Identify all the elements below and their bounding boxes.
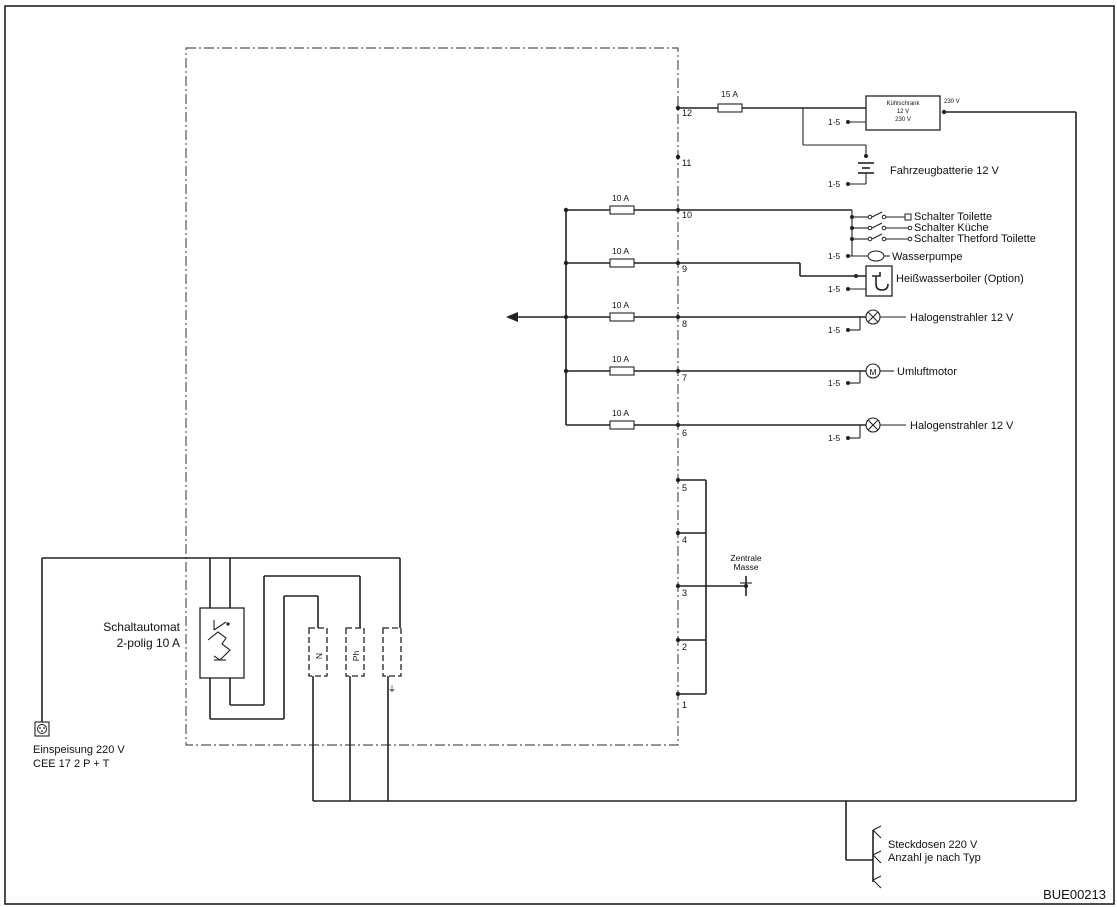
circuit-8: 10 A 1-5 Halogenstrahler 12 V bbox=[506, 300, 1014, 335]
svg-text:4: 4 bbox=[682, 535, 687, 545]
sockets-220v bbox=[845, 801, 882, 889]
svg-text:Umluftmotor: Umluftmotor bbox=[897, 366, 957, 378]
svg-text:Masse: Masse bbox=[733, 562, 758, 572]
boiler-icon bbox=[865, 265, 893, 297]
circuit-12: 15 A Kühlschrank 12 V 230 V 1-5 230 V bbox=[678, 89, 1076, 146]
circuit-breaker bbox=[199, 607, 245, 679]
svg-text:12: 12 bbox=[682, 108, 692, 118]
svg-text:Kühlschrank: Kühlschrank bbox=[886, 101, 920, 107]
vehicle-battery: 1-5 Fahrzeugbatterie 12 V bbox=[828, 145, 1000, 189]
svg-text:12 V: 12 V bbox=[897, 109, 909, 115]
svg-text:Wasserpumpe: Wasserpumpe bbox=[892, 251, 963, 263]
outer-frame bbox=[4, 5, 1115, 905]
circuit-7: 10 A M 1-5 Umluftmotor bbox=[566, 354, 957, 388]
power-inlet-icon bbox=[34, 721, 50, 737]
svg-text:9: 9 bbox=[682, 264, 687, 274]
svg-text:1: 1 bbox=[682, 700, 687, 710]
svg-text:Heißwasserboiler (Option): Heißwasserboiler (Option) bbox=[896, 273, 1024, 285]
terminal-pe: ⏚ bbox=[382, 627, 402, 694]
svg-text:6: 6 bbox=[682, 428, 687, 438]
svg-text:15 A: 15 A bbox=[721, 89, 738, 99]
terminal-n: N bbox=[308, 627, 328, 677]
terminal-ph: Ph bbox=[345, 627, 365, 677]
svg-text:1-5: 1-5 bbox=[828, 325, 841, 335]
svg-text:⏚: ⏚ bbox=[388, 684, 397, 694]
svg-text:N: N bbox=[314, 653, 324, 659]
svg-text:8: 8 bbox=[682, 319, 687, 329]
svg-text:1-5: 1-5 bbox=[828, 433, 841, 443]
svg-text:Steckdosen 220 V: Steckdosen 220 V bbox=[888, 839, 978, 851]
svg-text:1-5: 1-5 bbox=[828, 179, 841, 189]
svg-text:Schalter Toilette: Schalter Toilette bbox=[914, 211, 992, 223]
svg-text:1-5: 1-5 bbox=[828, 378, 841, 388]
svg-text:2-polig 10 A: 2-polig 10 A bbox=[117, 636, 180, 650]
svg-text:Halogenstrahler 12 V: Halogenstrahler 12 V bbox=[910, 420, 1014, 432]
drawing-code: BUE00213 bbox=[1043, 887, 1106, 902]
fuse-15a bbox=[717, 103, 743, 113]
svg-text:Schaltautomat: Schaltautomat bbox=[103, 620, 180, 634]
svg-text:1-5: 1-5 bbox=[828, 251, 841, 261]
fuse-10a-pin10 bbox=[609, 205, 635, 215]
svg-text:10 A: 10 A bbox=[612, 408, 629, 418]
svg-text:5: 5 bbox=[682, 483, 687, 493]
svg-text:3: 3 bbox=[682, 588, 687, 598]
circuit-9: 10 A 1-5 Heißwasserboiler (Option) bbox=[566, 246, 1024, 297]
svg-text:Einspeisung 220 V: Einspeisung 220 V bbox=[33, 744, 125, 756]
svg-text:Schalter Küche: Schalter Küche bbox=[914, 222, 989, 234]
svg-text:Zentrale: Zentrale bbox=[730, 553, 761, 563]
svg-text:11: 11 bbox=[682, 158, 691, 168]
svg-text:230 V: 230 V bbox=[895, 117, 911, 123]
circuit-10: 10 A Schalter Toilette Schalter Küche Sc… bbox=[566, 193, 1036, 263]
svg-text:Halogenstrahler 12 V: Halogenstrahler 12 V bbox=[910, 312, 1014, 324]
refrigerator-box bbox=[865, 95, 941, 131]
svg-text:10: 10 bbox=[682, 210, 692, 220]
central-ground: Zentrale Masse bbox=[678, 479, 762, 695]
svg-text:10 A: 10 A bbox=[612, 193, 629, 203]
fuse-10a-pin7 bbox=[609, 366, 635, 376]
svg-text:230 V: 230 V bbox=[944, 99, 960, 105]
svg-text:Ph: Ph bbox=[351, 651, 361, 662]
svg-text:Fahrzeugbatterie 12 V: Fahrzeugbatterie 12 V bbox=[890, 165, 1000, 177]
svg-text:2: 2 bbox=[682, 642, 687, 652]
pin-11: 11 bbox=[675, 154, 691, 168]
module-boundary bbox=[185, 47, 679, 746]
svg-text:Anzahl je nach Typ: Anzahl je nach Typ bbox=[888, 852, 981, 864]
svg-text:Schalter Thetford Toilette: Schalter Thetford Toilette bbox=[914, 233, 1036, 245]
fuse-10a-pin8 bbox=[609, 312, 635, 322]
svg-text:10 A: 10 A bbox=[612, 246, 629, 256]
svg-text:CEE 17 2 P + T: CEE 17 2 P + T bbox=[33, 758, 110, 770]
svg-text:1-5: 1-5 bbox=[828, 117, 841, 127]
circuit-6: 10 A 1-5 Halogenstrahler 12 V bbox=[566, 408, 1014, 443]
svg-text:1-5: 1-5 bbox=[828, 284, 841, 294]
svg-text:10 A: 10 A bbox=[612, 354, 629, 364]
pump-icon bbox=[867, 250, 885, 262]
svg-text:7: 7 bbox=[682, 373, 687, 383]
fuse-10a-pin9 bbox=[609, 258, 635, 268]
arrow-left-icon bbox=[506, 312, 518, 322]
svg-text:10 A: 10 A bbox=[612, 300, 629, 310]
svg-text:M: M bbox=[869, 367, 876, 377]
fuse-10a-pin6 bbox=[609, 420, 635, 430]
